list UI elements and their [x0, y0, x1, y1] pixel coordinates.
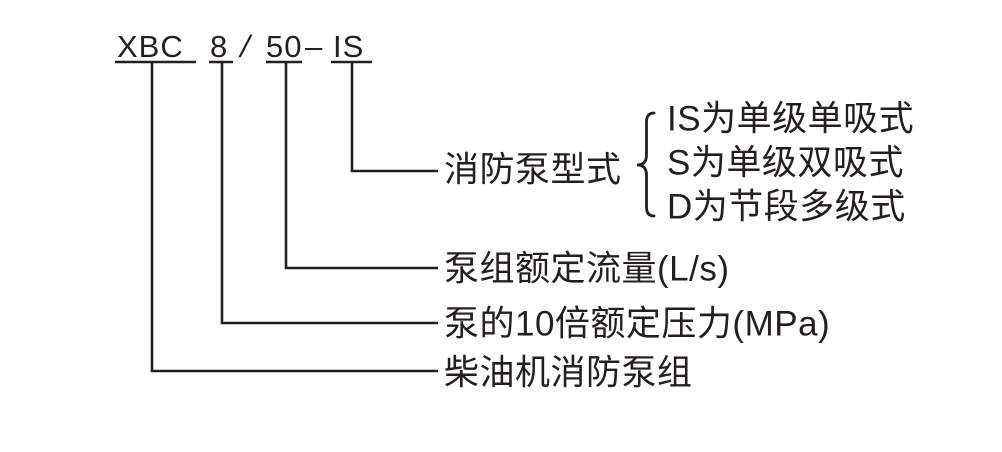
brace-icon: [636, 111, 656, 218]
callout-rated-flow: 泵组额定流量(L/s): [444, 249, 730, 289]
callout-pump-type: 消防泵型式: [444, 150, 622, 190]
model-code-pump-type: IS: [333, 29, 365, 64]
model-code-flow: 50: [266, 29, 303, 64]
pump-type-option: IS为单级单吸式: [667, 99, 915, 139]
model-code-dash: –: [305, 29, 324, 64]
pump-type-option: D为节段多级式: [667, 187, 906, 227]
model-code-pressure: 8: [210, 29, 229, 64]
connector-rated-pressure: [220, 62, 438, 325]
model-code-series: XBC: [117, 29, 184, 64]
connector-rated-flow: [284, 62, 438, 270]
callout-unit-type: 柴油机消防泵组: [444, 353, 693, 393]
connector-pump-type: [350, 62, 438, 173]
connector-unit-type: [150, 62, 438, 373]
callout-rated-pressure: 泵的10倍额定压力(MPa): [444, 304, 831, 344]
pump-type-option: S为单级双吸式: [667, 143, 904, 183]
